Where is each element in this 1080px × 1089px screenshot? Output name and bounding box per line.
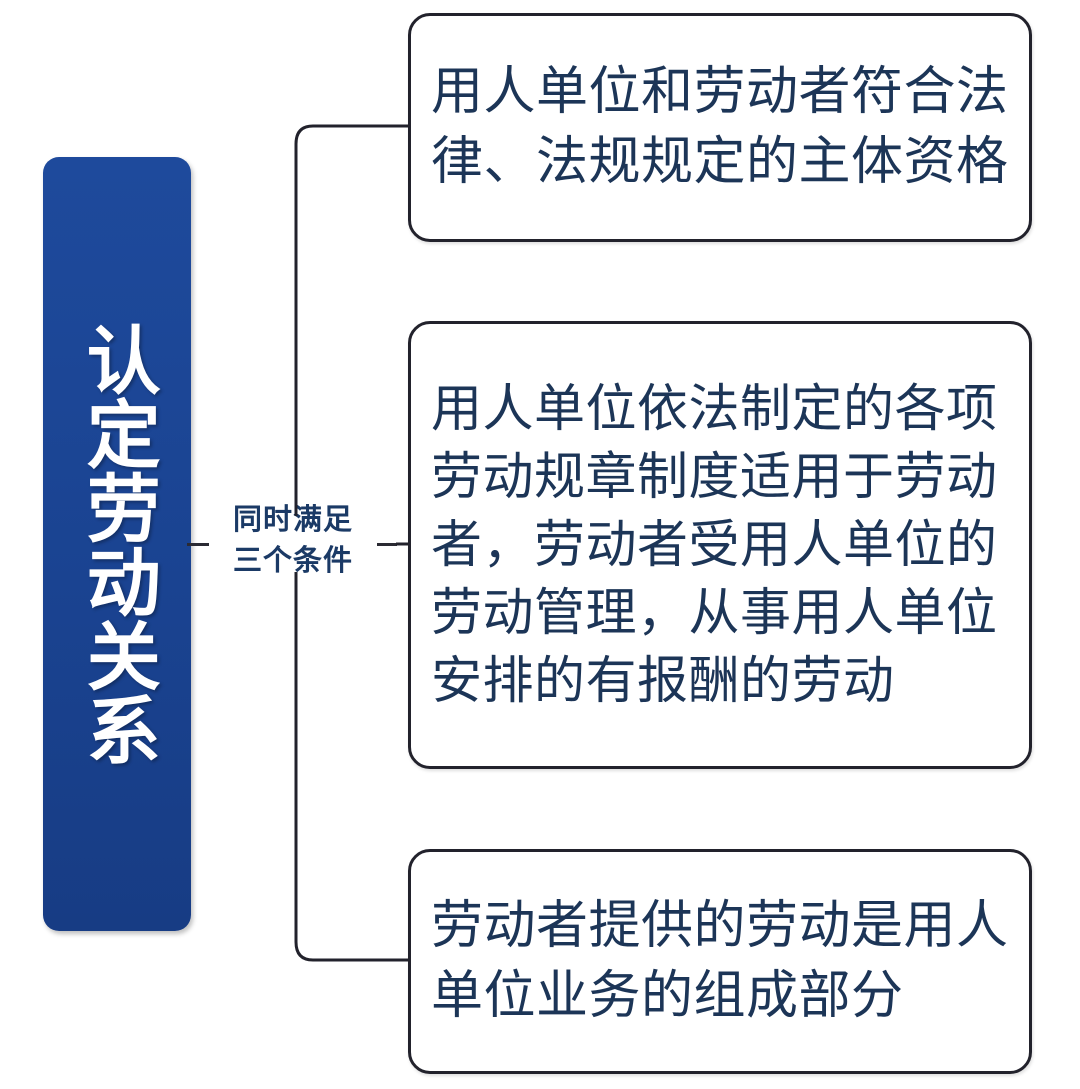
connector-dash-right <box>377 543 397 546</box>
connector-label: 同时满足 三个条件 <box>205 500 381 582</box>
condition-box-1-text: 用人单位和劳动者符合法律、法规规定的主体资格 <box>431 63 1009 191</box>
condition-box-2: 用人单位依法制定的各项劳动规章制度适用于劳动者，劳动者受用人单位的劳动管理，从事… <box>408 321 1032 769</box>
connector-label-line-2: 三个条件 <box>232 545 353 578</box>
title-banner-label: 认定劳动关系 <box>76 322 160 766</box>
connector-label-line-1: 同时满足 <box>232 504 353 536</box>
connector-dash-left <box>187 543 209 546</box>
condition-box-1: 用人单位和劳动者符合法律、法规规定的主体资格 <box>408 13 1032 242</box>
condition-box-3: 劳动者提供的劳动是用人单位业务的组成部分 <box>408 849 1032 1074</box>
condition-box-2-text: 用人单位依法制定的各项劳动规章制度适用于劳动者，劳动者受用人单位的劳动管理，从事… <box>431 380 998 709</box>
condition-box-3-text: 劳动者提供的劳动是用人单位业务的组成部分 <box>431 897 1009 1025</box>
title-banner: 认定劳动关系 <box>43 157 191 931</box>
